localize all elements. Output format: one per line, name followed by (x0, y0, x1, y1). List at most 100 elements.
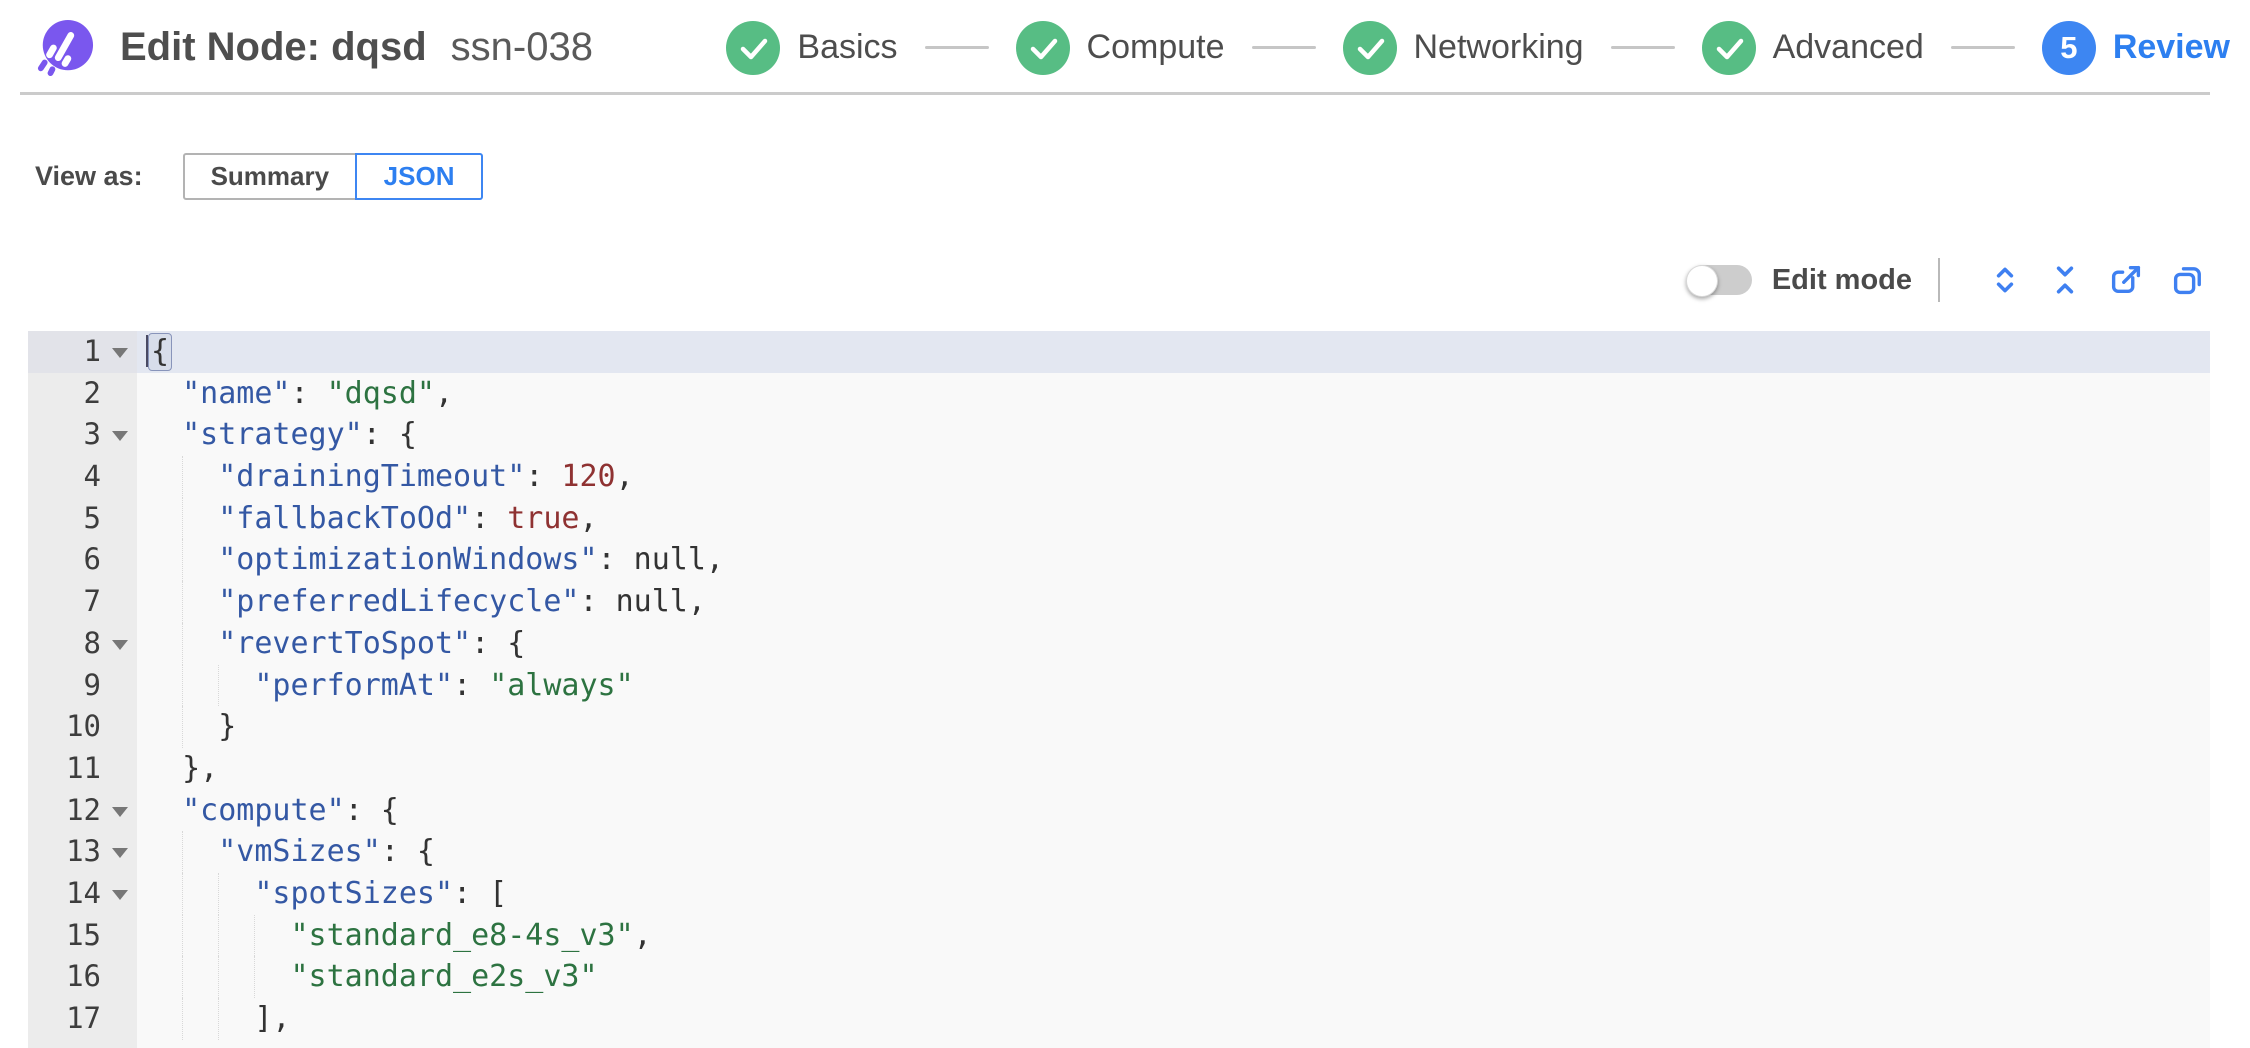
node-id: ssn-038 (450, 25, 593, 69)
view-as-json-button[interactable]: JSON (355, 153, 484, 200)
step-connector (1610, 46, 1675, 49)
indent-guide (182, 831, 184, 873)
token-plain: : { (380, 834, 435, 870)
code-line[interactable]: "drainingTimeout": 120, (137, 456, 2210, 498)
token-plain: : { (471, 625, 526, 661)
fold-arrow-icon[interactable] (112, 348, 128, 358)
editor-code[interactable]: { "name": "dqsd", "strategy": { "drainin… (137, 331, 2210, 1048)
fold-arrow-icon[interactable] (112, 431, 128, 442)
token-plain: : [ (453, 875, 508, 911)
token-plain (146, 668, 254, 703)
step-connector (1950, 46, 2015, 49)
token-key: "revertToSpot" (218, 625, 472, 661)
token-key: "vmSizes" (218, 834, 381, 870)
fold-arrow-icon[interactable] (112, 639, 128, 650)
line-number: 15 (66, 917, 101, 952)
token-number: 120 (561, 459, 616, 495)
gutter-line: 15 (28, 915, 137, 957)
fold-arrow-icon[interactable] (112, 806, 128, 817)
token-key: "optimizationWindows" (218, 542, 598, 578)
line-number: 11 (66, 750, 101, 785)
fold-arrow-icon[interactable] (112, 889, 128, 900)
export-icon (2111, 265, 2141, 293)
step-compute[interactable]: Compute (1015, 20, 1225, 75)
code-line[interactable]: { (137, 331, 2210, 373)
indent-guide (182, 497, 184, 540)
edit-mode-toggle[interactable] (1685, 265, 1752, 297)
copy-icon (2173, 267, 2201, 295)
code-line[interactable]: }, (137, 748, 2210, 790)
code-line[interactable]: "performAt": "always" (137, 664, 2210, 707)
line-number: 6 (83, 542, 101, 577)
step-number-badge: 5 (2041, 20, 2096, 75)
step-review[interactable]: 5 Review (2041, 20, 2230, 75)
code-line[interactable]: "name": "dqsd", (137, 373, 2210, 415)
code-line[interactable]: } (137, 706, 2210, 748)
step-check-icon (1015, 20, 1070, 75)
gutter-line: 10 (28, 706, 137, 748)
code-line[interactable]: "revertToSpot": { (137, 622, 2210, 665)
token-string: "standard_e8-4s_v3" (290, 917, 634, 953)
text-cursor (146, 335, 148, 367)
step-check-icon (726, 20, 781, 75)
code-line[interactable]: "preferredLifecycle": null, (137, 581, 2210, 623)
indent-guide (218, 998, 220, 1040)
token-key: "name" (182, 375, 291, 411)
step-advanced[interactable]: Advanced (1701, 20, 1924, 75)
token-key: "spotSizes" (254, 875, 454, 911)
toggle-knob (1685, 265, 1718, 297)
token-key: "fallbackToOd" (218, 500, 472, 536)
indent-guide (182, 664, 184, 707)
indent-guide (182, 998, 184, 1040)
token-plain: , (615, 459, 634, 495)
step-basics[interactable]: Basics (726, 20, 898, 75)
token-plain: , (705, 542, 724, 578)
token-plain: : (597, 542, 634, 578)
token-boolean: true (507, 500, 580, 536)
token-plain (146, 793, 182, 828)
token-plain: : { (362, 417, 417, 453)
code-line[interactable]: "fallbackToOd": true, (137, 497, 2210, 540)
token-string: "dqsd" (326, 375, 435, 411)
step-networking[interactable]: Networking (1342, 20, 1584, 75)
gutter-line: 4 (28, 456, 137, 498)
export-button[interactable] (2104, 258, 2148, 302)
indent-guide (218, 956, 220, 998)
view-as-summary-button[interactable]: Summary (182, 153, 358, 200)
gutter-line: 17 (28, 998, 137, 1040)
copy-button[interactable] (2166, 258, 2210, 302)
token-plain (146, 417, 182, 452)
indent-guide (218, 872, 220, 915)
line-number: 14 (66, 875, 101, 910)
gutter-line: 3 (28, 414, 137, 456)
step-label: Compute (1086, 28, 1225, 66)
gutter-line: 16 (28, 956, 137, 998)
token-plain: ], (146, 1001, 291, 1036)
code-line[interactable]: "strategy": { (137, 414, 2210, 456)
token-string: "always" (489, 667, 634, 703)
line-number: 5 (83, 500, 101, 535)
token-plain: }, (146, 750, 219, 786)
expand-all-button[interactable] (1984, 259, 2026, 301)
gutter-line: 13 (28, 831, 137, 873)
indent-guide (182, 539, 184, 582)
indent-guide (254, 956, 256, 998)
code-line[interactable]: ], (137, 998, 2210, 1040)
token-null: null (615, 584, 688, 620)
gutter-line: 7 (28, 581, 137, 623)
fold-arrow-icon[interactable] (112, 848, 128, 859)
code-line[interactable]: "spotSizes": [ (137, 872, 2210, 915)
code-line[interactable]: "optimizationWindows": null, (137, 539, 2210, 582)
code-line[interactable]: "vmSizes": { (137, 831, 2210, 873)
code-line[interactable]: "standard_e8-4s_v3", (137, 914, 2210, 957)
token-key: "preferredLifecycle" (218, 584, 580, 620)
code-line[interactable]: "compute": { (137, 790, 2210, 832)
token-plain: , (633, 917, 652, 953)
expand-all-icon (1996, 267, 2014, 293)
collapse-all-button[interactable] (2044, 259, 2086, 301)
code-line[interactable]: "standard_e2s_v3" (137, 956, 2210, 998)
step-label: Review (2112, 28, 2230, 66)
